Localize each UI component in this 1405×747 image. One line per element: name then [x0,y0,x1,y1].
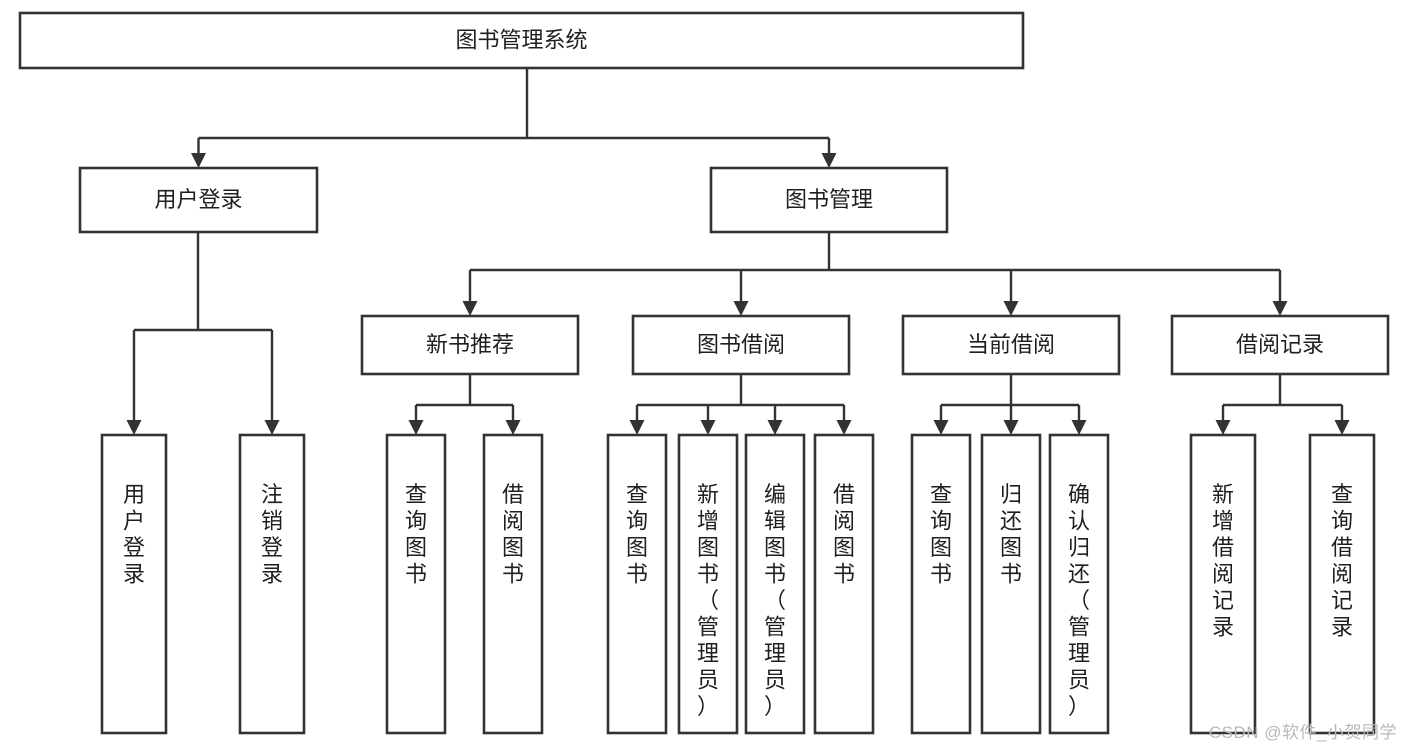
node-leaf-query-book-2[interactable]: 查询图书 [606,433,668,735]
node-label: 借阅图书 [833,482,855,587]
node-new-book-recommend[interactable]: 新书推荐 [360,314,580,376]
node-current-borrow[interactable]: 当前借阅 [901,314,1121,376]
node-root[interactable]: 图书管理系统 [18,11,1025,70]
node-label: 用户登录 [123,482,145,587]
node-leaf-query-record[interactable]: 查询借阅记录 [1308,433,1376,735]
node-leaf-user-login[interactable]: 用户登录 [100,433,168,735]
node-leaf-user-logout[interactable]: 注销登录 [238,433,306,735]
node-label: 图书管理系统 [455,27,587,52]
node-label: 查询图书 [930,482,952,587]
watermark-text: CSDN @软件_小贺同学 [1208,723,1397,742]
node-label: 编辑图书（管理员） [764,482,786,719]
node-label: 查询借阅记录 [1331,482,1353,640]
node-label: 注销登录 [261,482,283,587]
node-label: 图书借阅 [697,332,785,357]
node-label: 借阅记录 [1236,332,1324,357]
node-label: 查询图书 [405,482,427,587]
node-leaf-return-book[interactable]: 归还图书 [980,433,1042,735]
node-label: 新书推荐 [426,332,514,357]
node-label: 新增借阅记录 [1212,482,1234,640]
node-leaf-edit-book[interactable]: 编辑图书（管理员） [744,433,806,735]
node-label: 借阅图书 [502,482,524,587]
node-label: 归还图书 [1000,482,1022,587]
node-leaf-borrow-book-1[interactable]: 借阅图书 [482,433,544,735]
node-label: 当前借阅 [967,332,1055,357]
node-book-manage[interactable]: 图书管理 [709,166,949,234]
node-leaf-confirm-return[interactable]: 确认归还（管理员） [1048,433,1110,735]
node-leaf-query-book-3[interactable]: 查询图书 [910,433,972,735]
node-leaf-add-record[interactable]: 新增借阅记录 [1189,433,1257,735]
node-label: 确认归还（管理员） [1068,482,1090,719]
node-label: 用户登录 [154,187,242,212]
node-leaf-add-book[interactable]: 新增图书（管理员） [677,433,739,735]
node-label: 查询图书 [626,482,648,587]
node-label: 新增图书（管理员） [697,482,719,719]
node-borrow-record[interactable]: 借阅记录 [1170,314,1390,376]
node-label: 图书管理 [785,187,873,212]
node-leaf-borrow-book-2[interactable]: 借阅图书 [813,433,875,735]
node-user-login[interactable]: 用户登录 [78,166,319,234]
node-book-borrow[interactable]: 图书借阅 [631,314,851,376]
node-leaf-query-book-1[interactable]: 查询图书 [385,433,447,735]
